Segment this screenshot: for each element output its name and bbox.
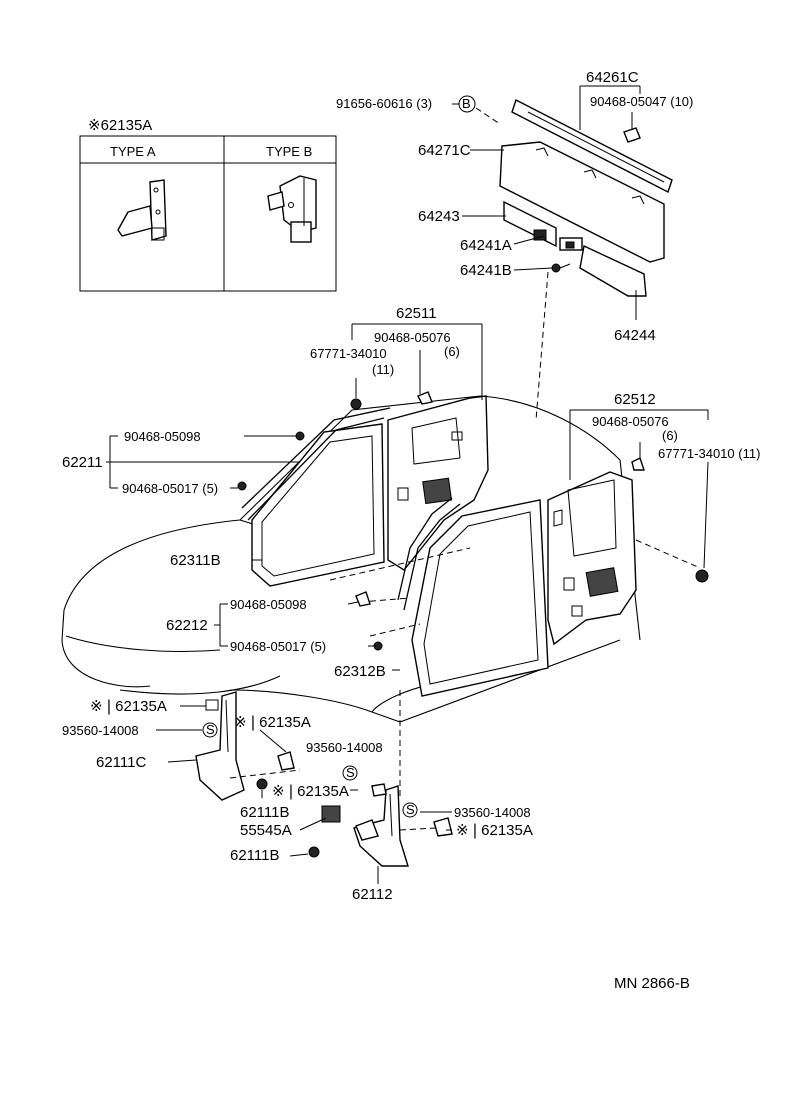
clip-s-letter-3: S — [406, 802, 415, 817]
label-90468-05017-front: 90468-05017 (5) — [122, 481, 218, 496]
label-qty11-front: (11) — [372, 362, 394, 377]
type-inset: ※62135A TYPE A TYPE B — [79, 117, 337, 292]
rail-64261C-drawing — [511, 99, 673, 193]
label-64271C: 64271C — [418, 142, 471, 159]
diagram-code: MN 2866-B — [614, 975, 690, 992]
label-64241A: 64241A — [460, 237, 512, 254]
type-a-label: TYPE A — [110, 144, 156, 159]
label-90468-05098-rear: 90468-05098 — [230, 597, 307, 612]
label-55545A: 55545A — [240, 822, 292, 839]
label-62111C: 62111C — [96, 754, 146, 771]
type-b-label: TYPE B — [266, 144, 312, 159]
label-67771-34010-rear: 67771-34010 (11) — [658, 446, 760, 461]
label-64261C: 64261C — [586, 69, 639, 86]
fasteners — [237, 391, 709, 651]
pillar-trim-62112: S S — [308, 765, 453, 867]
pillar-trim-62111C: S — [195, 691, 301, 801]
screw-64241B-drawing — [551, 263, 561, 273]
label-62312B: 62312B — [334, 663, 386, 680]
clip-s-letter-1: S — [206, 722, 215, 737]
part-labels: 64261C 91656-60616 (3) 90468-05047 (10) … — [62, 69, 760, 992]
front-door-frame — [241, 407, 391, 587]
label-90468-05098-front: 90468-05098 — [124, 429, 201, 444]
label-90468-05017-rear: 90468-05017 (5) — [230, 639, 326, 654]
rear-header-assembly: B — [458, 95, 673, 421]
label-62111B-1: 62111B — [240, 804, 290, 821]
label-93560-14008-3: 93560-14008 — [454, 805, 531, 820]
label-64244: 64244 — [614, 327, 656, 344]
label-qty6-rear: (6) — [662, 428, 678, 443]
label-qty6-front: (6) — [444, 344, 460, 359]
label-62135A-1: ※❘62135A — [90, 698, 167, 715]
label-62135A-2: ※❘62135A — [234, 714, 311, 731]
label-64243: 64243 — [418, 208, 460, 225]
label-62112: 62112 — [352, 886, 393, 903]
label-90468-05076-rear: 90468-05076 — [592, 414, 669, 429]
label-62212: 62212 — [166, 617, 208, 634]
clip-b-letter: B — [462, 96, 471, 111]
type-a-bracket-drawing — [117, 179, 167, 241]
label-62211: 62211 — [62, 454, 103, 471]
label-67771-34010-front: 67771-34010 — [310, 346, 387, 361]
label-93560-14008-2: 93560-14008 — [306, 740, 383, 755]
label-62511: 62511 — [396, 305, 437, 322]
inset-frame — [79, 135, 337, 292]
clip-s-letter-2: S — [346, 765, 355, 780]
rear-door-frame — [397, 497, 549, 697]
bracket-64244-drawing — [579, 244, 647, 297]
label-62311B: 62311B — [170, 552, 221, 569]
label-91656-60616: 91656-60616 (3) — [336, 96, 432, 111]
center-pillar-panel-62511 — [387, 395, 489, 571]
inset-title: ※62135A — [88, 117, 152, 134]
type-b-bracket-drawing — [267, 175, 317, 243]
label-90468-05047: 90468-05047 (10) — [590, 94, 693, 109]
label-90468-05076-front: 90468-05076 — [374, 330, 451, 345]
label-64241B: 64241B — [460, 262, 512, 279]
label-62135A-3: ※❘62135A — [272, 783, 349, 800]
label-62512: 62512 — [614, 391, 656, 408]
label-62135A-4: ※❘62135A — [456, 822, 533, 839]
leader-lines — [106, 85, 709, 884]
body-dashes — [329, 539, 701, 800]
quarter-panel-62512 — [547, 471, 637, 646]
label-93560-14008-1: 93560-14008 — [62, 723, 139, 738]
label-62111B-2: 62111B — [230, 847, 280, 864]
